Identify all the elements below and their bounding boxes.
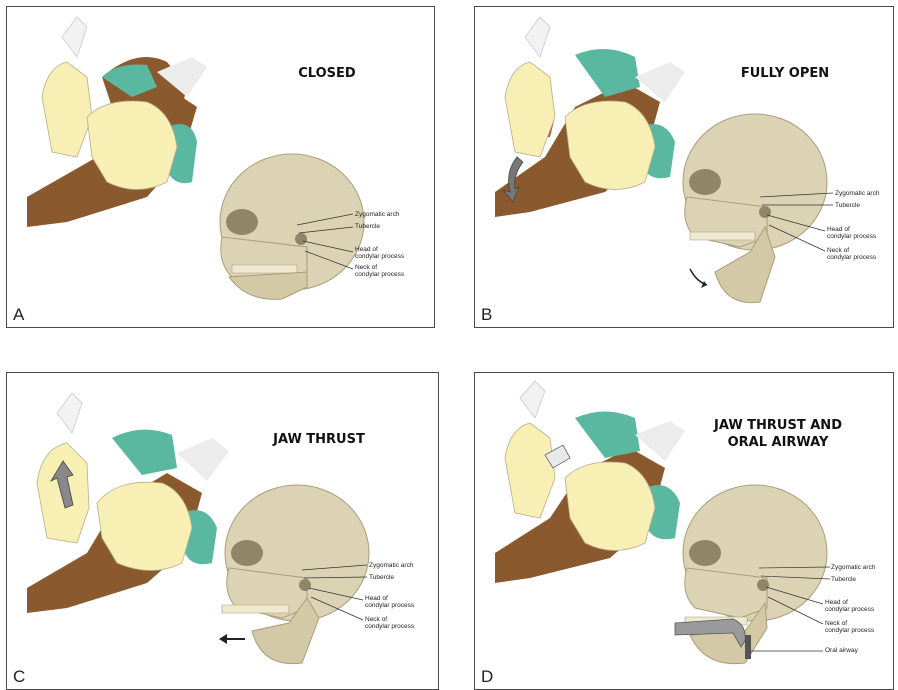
label-neck-of-condylar-process: Neck of condylar process xyxy=(827,247,876,261)
illustration-b xyxy=(475,7,893,327)
panel-title: JAW THRUST AND ORAL AIRWAY xyxy=(703,417,853,451)
label-neck-of-condylar-process: Neck of condylar process xyxy=(355,264,404,278)
label-neck-of-condylar-process: Neck of condylar process xyxy=(365,616,414,630)
illustration-a xyxy=(7,7,434,327)
panel-letter: D xyxy=(481,667,493,687)
panel-title: CLOSED xyxy=(277,65,377,82)
illustration-c xyxy=(7,373,438,689)
label-oral-airway: Oral airway xyxy=(825,647,858,654)
panel-title: JAW THRUST xyxy=(259,431,379,448)
skull xyxy=(675,485,827,664)
panel-letter: A xyxy=(13,305,24,325)
label-head-of-condylar-process: Head of condylar process xyxy=(365,595,414,609)
panel-a-closed: CLOSED Zygomatic arch Tubercle Head of c… xyxy=(6,6,435,328)
skull xyxy=(683,114,827,303)
panel-letter: C xyxy=(13,667,25,687)
label-tubercle: Tubercle xyxy=(355,223,380,230)
label-head-of-condylar-process: Head of condylar process xyxy=(825,599,874,613)
label-zygomatic-arch: Zygomatic arch xyxy=(835,190,879,197)
panel-c-jaw-thrust: JAW THRUST Zygomatic arch Tubercle Head … xyxy=(6,372,439,690)
panel-d-jaw-thrust-oral-airway: JAW THRUST AND ORAL AIRWAY Zygomatic arc… xyxy=(474,372,894,690)
panel-b-fully-open: FULLY OPEN Zygomatic arch Tubercle Head … xyxy=(474,6,894,328)
panel-title: FULLY OPEN xyxy=(720,65,850,82)
label-zygomatic-arch: Zygomatic arch xyxy=(831,564,875,571)
skull xyxy=(222,485,369,664)
label-zygomatic-arch: Zygomatic arch xyxy=(355,211,399,218)
label-zygomatic-arch: Zygomatic arch xyxy=(369,562,413,569)
label-head-of-condylar-process: Head of condylar process xyxy=(355,246,404,260)
label-neck-of-condylar-process: Neck of condylar process xyxy=(825,620,874,634)
surgical-cap xyxy=(112,430,177,475)
label-tubercle: Tubercle xyxy=(831,576,856,583)
label-tubercle: Tubercle xyxy=(835,202,860,209)
surgical-cap xyxy=(575,412,640,459)
label-tubercle: Tubercle xyxy=(369,574,394,581)
panel-letter: B xyxy=(481,305,492,325)
label-head-of-condylar-process: Head of condylar process xyxy=(827,226,876,240)
skull xyxy=(220,154,364,299)
